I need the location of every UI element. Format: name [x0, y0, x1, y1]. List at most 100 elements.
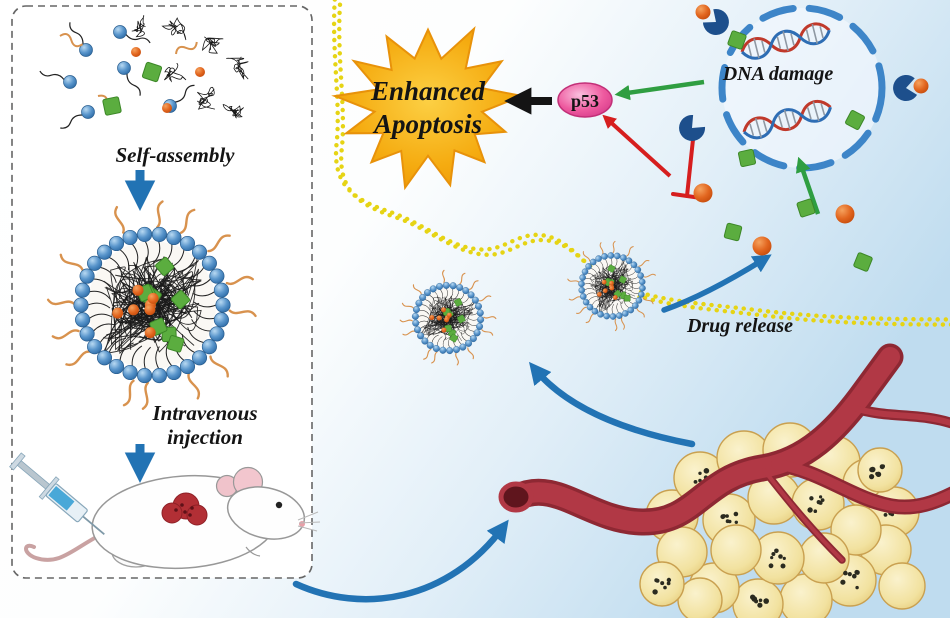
injection-label-line2: injection [167, 425, 243, 449]
nanoparticle-speckle [757, 602, 763, 608]
nanoparticle-speckle [698, 471, 702, 475]
nanoparticle-speckle [654, 578, 659, 583]
nanoparticle-speckle [852, 573, 857, 579]
polymer-coil [131, 15, 146, 38]
polymer-coil [226, 56, 249, 80]
peg-squiggle [59, 33, 84, 48]
mouse-front-paw [245, 546, 261, 557]
membrane-leaflet-inner [337, 0, 950, 327]
lipid-head [63, 75, 77, 89]
drug-release-label: Drug release [686, 315, 793, 337]
nanoparticle-speckle [883, 513, 888, 517]
lipid-tail [126, 73, 141, 96]
nanoparticle-speckle [879, 464, 885, 470]
lipid-head [117, 61, 131, 75]
vessel-to-nanoparticle-arrow [528, 361, 696, 448]
nanoparticle-speckle [774, 548, 779, 554]
nanoparticle-speckle [854, 569, 859, 575]
polymer-coil [161, 17, 187, 41]
nanoparticle-speckle [847, 572, 852, 577]
nanoparticle-speckle [725, 519, 730, 524]
nanoparticle-speckle [809, 496, 814, 501]
cell-membrane [331, 0, 950, 327]
drug-green-molecule [723, 222, 743, 242]
nanoparticle-speckle [807, 507, 813, 513]
polymer-coil [222, 104, 244, 119]
drug-orange-molecule [695, 4, 711, 20]
drug-green-molecule [102, 96, 122, 116]
lipid-head [79, 43, 93, 57]
nanoparticle-speckle [771, 552, 776, 556]
dna-damage-label: DNA damage [722, 63, 834, 85]
lipid-tail [174, 84, 195, 103]
nanoparticle-speckle [750, 594, 756, 600]
lipid-tail [69, 22, 84, 45]
lipid-tail [60, 114, 83, 129]
nanoparticle-speckle [652, 589, 658, 595]
lipid-tail [125, 33, 151, 44]
drug-orange-molecule [913, 78, 929, 94]
drug-orange-molecule [162, 103, 172, 113]
starburst-polygon [331, 25, 526, 191]
nanoparticle-speckle [820, 498, 825, 502]
nanoparticle-speckle [816, 500, 821, 505]
nanoparticle-speckle [725, 514, 729, 518]
polymer-coil [197, 86, 215, 110]
mouse-eye [275, 501, 283, 509]
lipid-head [113, 25, 127, 39]
nanoparticle-speckle [733, 511, 739, 517]
polymer-coil [201, 36, 224, 54]
membrane-leaflet-outer [331, 0, 950, 322]
nanoparticle-speckle [754, 599, 759, 604]
lipid-head [81, 105, 95, 119]
transport-arrows [292, 254, 772, 603]
nanoparticle-speckle [722, 514, 726, 518]
nanoparticle-speckle [782, 556, 786, 561]
nanoparticle-speckle [763, 598, 769, 604]
nanoparticle-speckle [666, 581, 671, 586]
drug-orange-molecule [752, 236, 772, 256]
nanoparticle-speckle [869, 467, 875, 473]
syringe-thumb-cap [9, 452, 26, 471]
self-assembly-label: Self-assembly [116, 143, 236, 167]
mouse-to-vessel-arrow [292, 519, 509, 603]
nanoparticle-speckle [869, 474, 875, 480]
tumor-cell [857, 447, 903, 493]
vessel-body [508, 347, 950, 562]
dna-damage-to-p53-arrow [614, 79, 705, 101]
polymer-coil [163, 62, 187, 83]
vessel-lumen [498, 481, 534, 513]
released-drug-green [723, 30, 873, 272]
nanoparticle-speckle [693, 480, 698, 484]
nanoparticle-speckle [819, 495, 823, 499]
nanoparticle-speckle [666, 577, 672, 583]
drug-orange-molecule [131, 47, 141, 57]
nanoparticle-speckle [855, 585, 859, 590]
nanoparticle-speckle [768, 563, 774, 569]
starburst-shape [331, 25, 526, 191]
nanoparticle-speckle [770, 556, 774, 560]
lipid-tail [39, 70, 65, 81]
nanoparticle-speckle [780, 563, 786, 569]
nanoparticle-speckle [778, 554, 783, 559]
blood-vessel [498, 343, 950, 564]
p53-label: p53 [571, 91, 599, 111]
drug-orange-molecule [195, 67, 205, 77]
drug-green-molecule [737, 148, 757, 168]
syringe-liquid [48, 486, 75, 511]
nanoparticle-speckle [813, 509, 818, 513]
drug-green-molecule [727, 30, 747, 50]
p53-ellipse [557, 82, 613, 118]
mouse-tumor [161, 492, 208, 526]
nanoparticle-speckle [843, 570, 848, 576]
nanoparticle-speckle [660, 581, 665, 586]
tumor-cell [710, 524, 762, 576]
drug-release-arrow [661, 254, 772, 313]
nanoparticle-speckle [840, 579, 846, 585]
nanoparticle-speckle [703, 468, 710, 474]
tumor-cell [878, 562, 926, 610]
nanoparticle-speckle [734, 520, 738, 524]
apoptosis-starburst: Enhanced Apoptosis [331, 25, 526, 191]
